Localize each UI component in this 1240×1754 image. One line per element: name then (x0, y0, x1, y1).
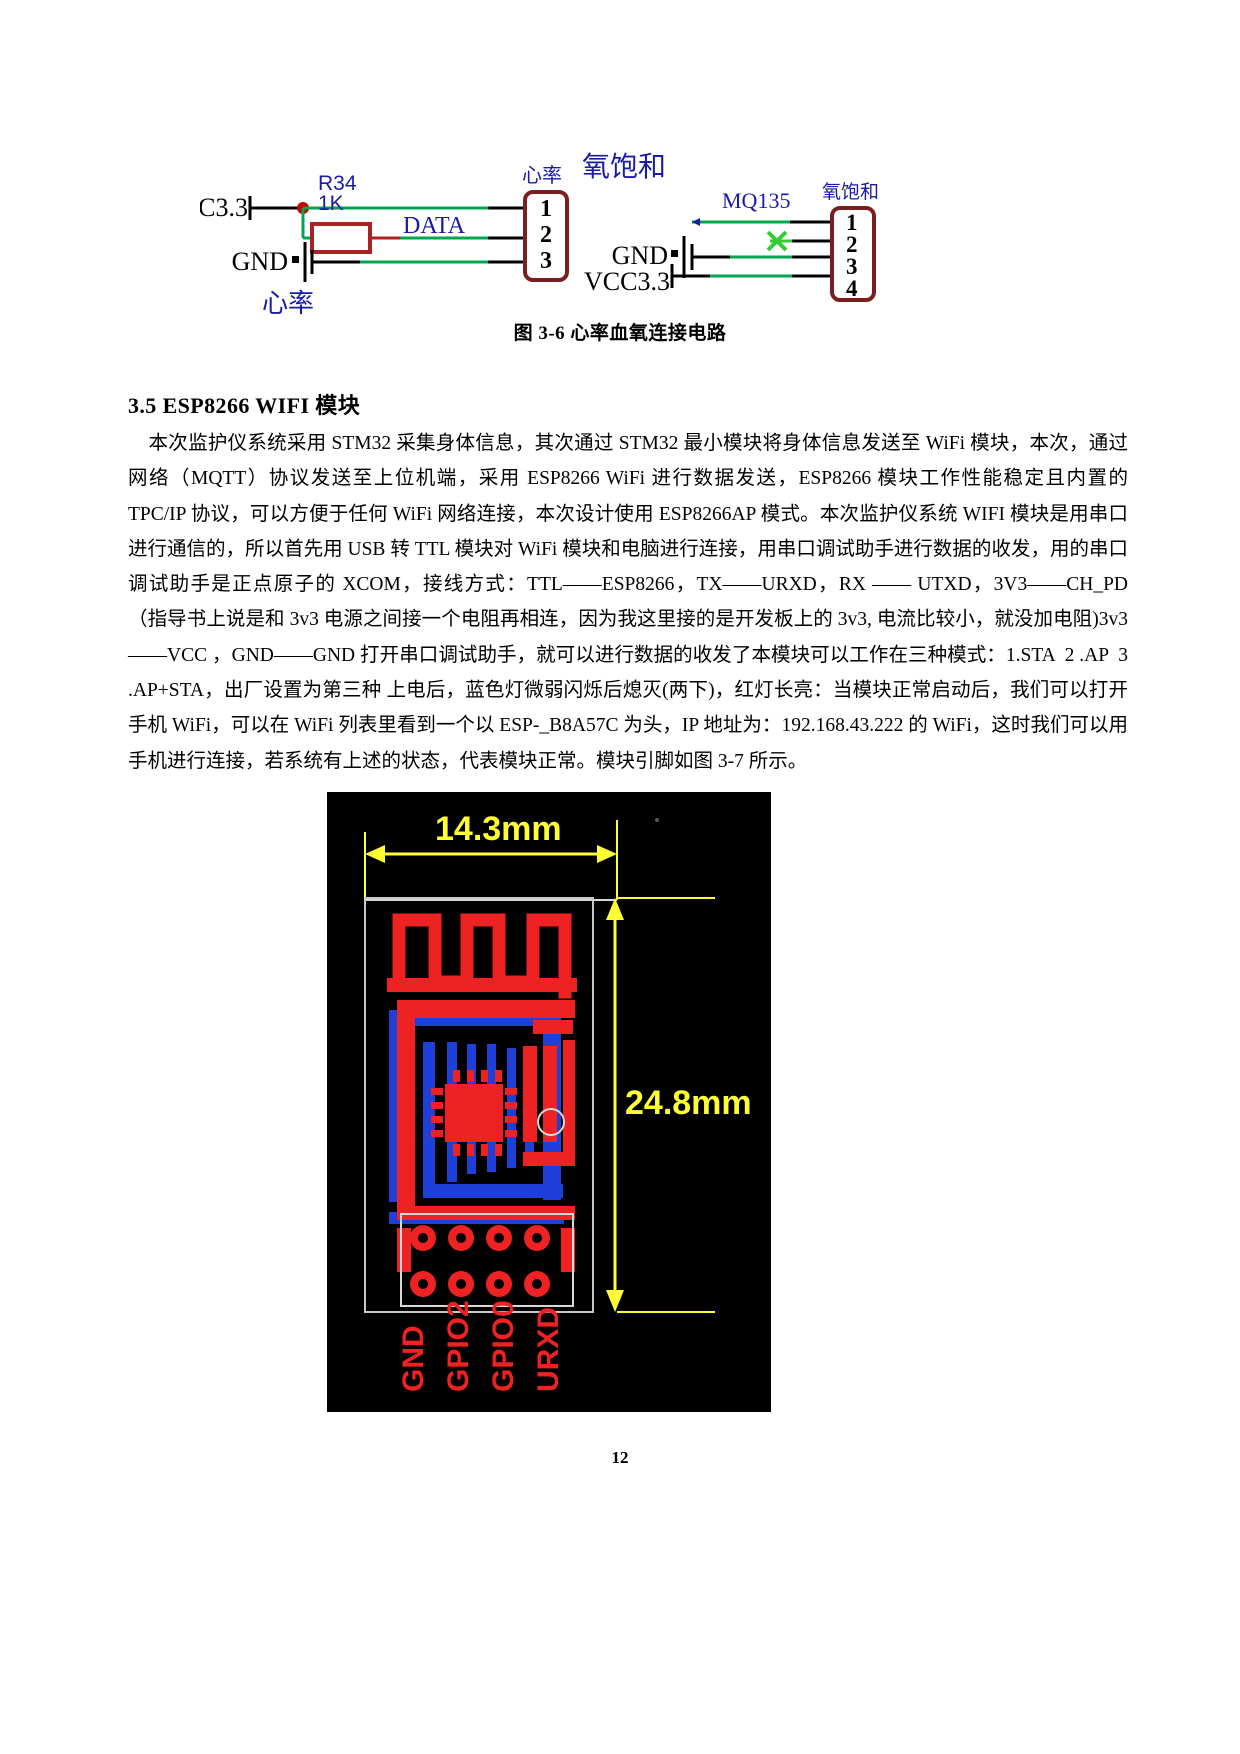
figure-caption-3-6: 图 3-6 心率血氧连接电路 (513, 323, 727, 344)
connector-label-oxygen: 氧饱和 (822, 181, 879, 203)
pcb-through-hole-pads (410, 1225, 550, 1297)
pcb-board-outline (364, 897, 594, 1313)
connector-pin-2-right: 2 (846, 232, 858, 257)
connector-pin-4-right: 4 (846, 276, 858, 301)
connector-label-heart-rate: 心率 (522, 164, 562, 187)
section-body-text: 本次监护仪系统采用 STM32 采集身体信息，其次通过 STM32 最小模块将身… (128, 426, 1128, 779)
connector-body-oxygen (830, 206, 876, 302)
connector-pin-3-right: 3 (846, 254, 858, 279)
paragraph-esp8266: 本次监护仪系统采用 STM32 采集身体信息，其次通过 STM32 最小模块将身… (128, 433, 1133, 772)
circuit-diagram-figure: VCC3.3 R34 1K DATA GND (200, 130, 940, 320)
resistor-ref-r34: R34 (318, 172, 357, 195)
connector-body-heart-rate (523, 190, 569, 282)
signal-label-data: DATA (403, 213, 466, 239)
pcb-pin-label-gpio0: GPIO0 (487, 1300, 520, 1392)
pcb-pad-area-outline (400, 1213, 574, 1307)
connector-pin-2-left: 2 (540, 222, 552, 248)
net-label-gnd-left: GND (232, 247, 288, 276)
pcb-module-figure: 14.3mm 24.8mm (327, 792, 771, 1412)
page-number: 12 (611, 1448, 629, 1467)
pcb-module-svg: 14.3mm 24.8mm (327, 792, 771, 1412)
pcb-pin-label-gnd: GND (397, 1325, 430, 1392)
pcb-red-layer (397, 1000, 575, 1272)
pcb-antenna-trace (392, 913, 572, 999)
pcb-pin-label-urxd: URXD (532, 1307, 565, 1392)
connector-pin-1-left: 1 (540, 196, 552, 222)
resistor-value-1k: 1K (318, 192, 344, 215)
no-connect-cross-icon (766, 230, 788, 252)
net-label-vcc33-left: VCC3.3 (200, 193, 248, 222)
dimension-label-width: 14.3mm (435, 810, 562, 848)
block-title-heart-rate: 心率 (262, 288, 314, 318)
resistor-symbol-r34 (310, 222, 372, 254)
pcb-pin-label-gpio2: GPIO2 (442, 1300, 475, 1392)
net-label-vcc33-right: VCC3.3 (584, 267, 670, 296)
signal-label-mq135: MQ135 (722, 188, 790, 213)
dimension-label-height: 24.8mm (625, 1084, 752, 1122)
section-heading-3-5: 3.5 ESP8266 WIFI 模块 (128, 393, 361, 418)
block-title-oxygen: 氧饱和 (582, 151, 666, 182)
circuit-schematic-svg: VCC3.3 R34 1K DATA GND (200, 151, 879, 318)
connector-pin-1-right: 1 (846, 210, 858, 235)
connector-pin-3-left: 3 (540, 248, 552, 274)
net-label-gnd-right: GND (612, 241, 668, 270)
